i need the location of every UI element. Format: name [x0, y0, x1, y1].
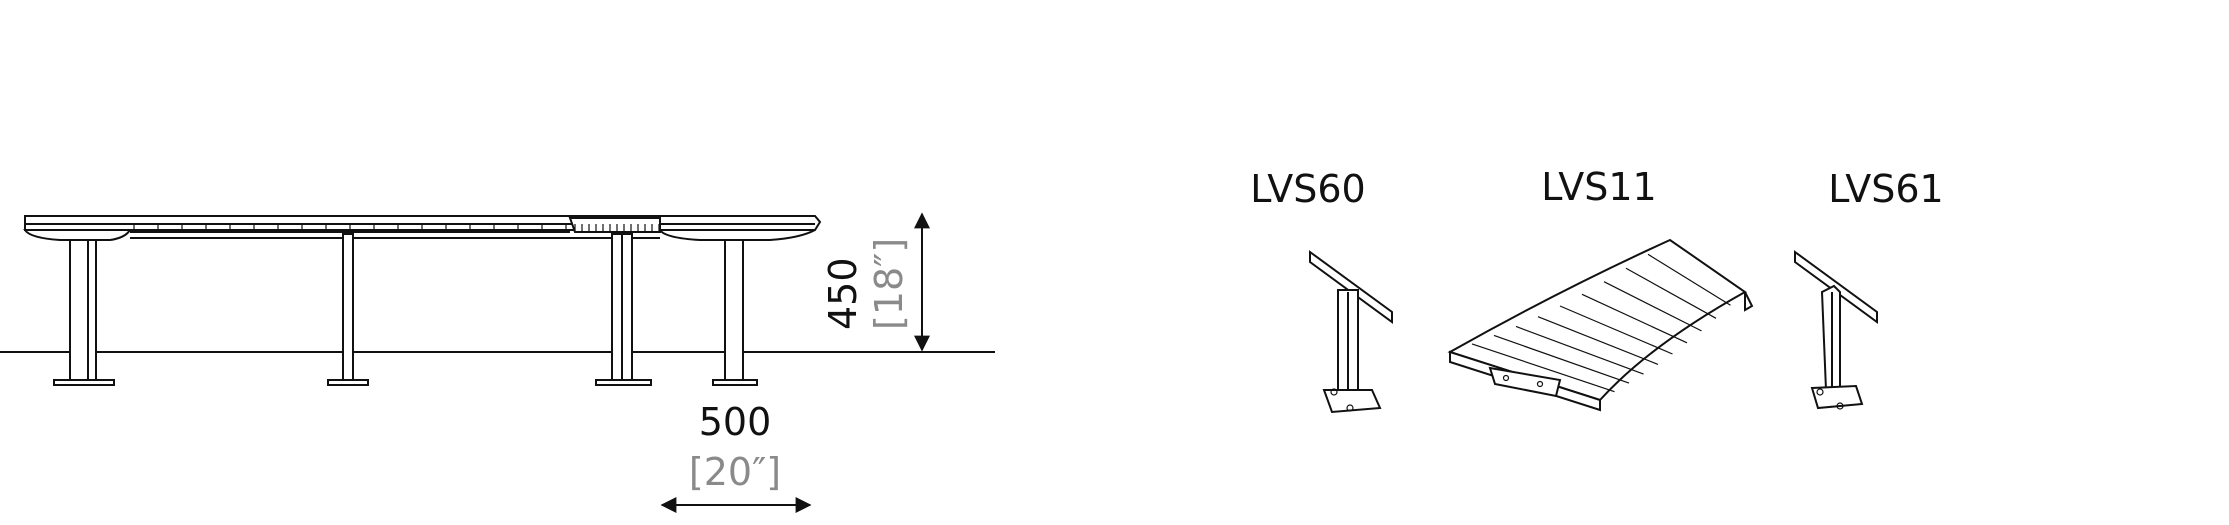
seat-slat-line — [1603, 281, 1702, 332]
seat-slat-line — [1581, 293, 1688, 344]
depth-value: 500 — [699, 400, 772, 444]
bench-seat — [23, 215, 822, 241]
height-dimension: 450 [18″] — [821, 212, 930, 352]
seat-slat-line — [1493, 334, 1630, 384]
seat-slat-line — [1537, 316, 1659, 365]
component-label-lvs11: LVS11 — [1541, 165, 1656, 209]
bench-legs — [53, 233, 758, 386]
seat-slat-line — [1559, 305, 1673, 355]
lvs60-end-support — [1309, 250, 1393, 414]
lvs61-middle-support — [1794, 250, 1878, 410]
bench-elevation: 450 [18″] 500 [20″] — [0, 212, 995, 513]
lvs11-slats — [1471, 253, 1731, 393]
component-label-lvs60: LVS60 — [1250, 167, 1365, 211]
seat-slat-line — [1647, 253, 1731, 306]
lvs11-curved-seat — [1447, 238, 1754, 412]
seat-slat-line — [1625, 267, 1717, 319]
component-label-lvs61: LVS61 — [1828, 167, 1943, 211]
seat-slat-line — [1471, 343, 1615, 393]
height-value: 450 — [821, 257, 865, 330]
depth-imperial: [20″] — [689, 450, 781, 494]
seat-slat-line — [1515, 325, 1644, 375]
height-imperial: [18″] — [867, 238, 911, 330]
depth-dimension: 500 [20″] — [660, 400, 812, 513]
seat-slat-ticks — [133, 224, 660, 232]
